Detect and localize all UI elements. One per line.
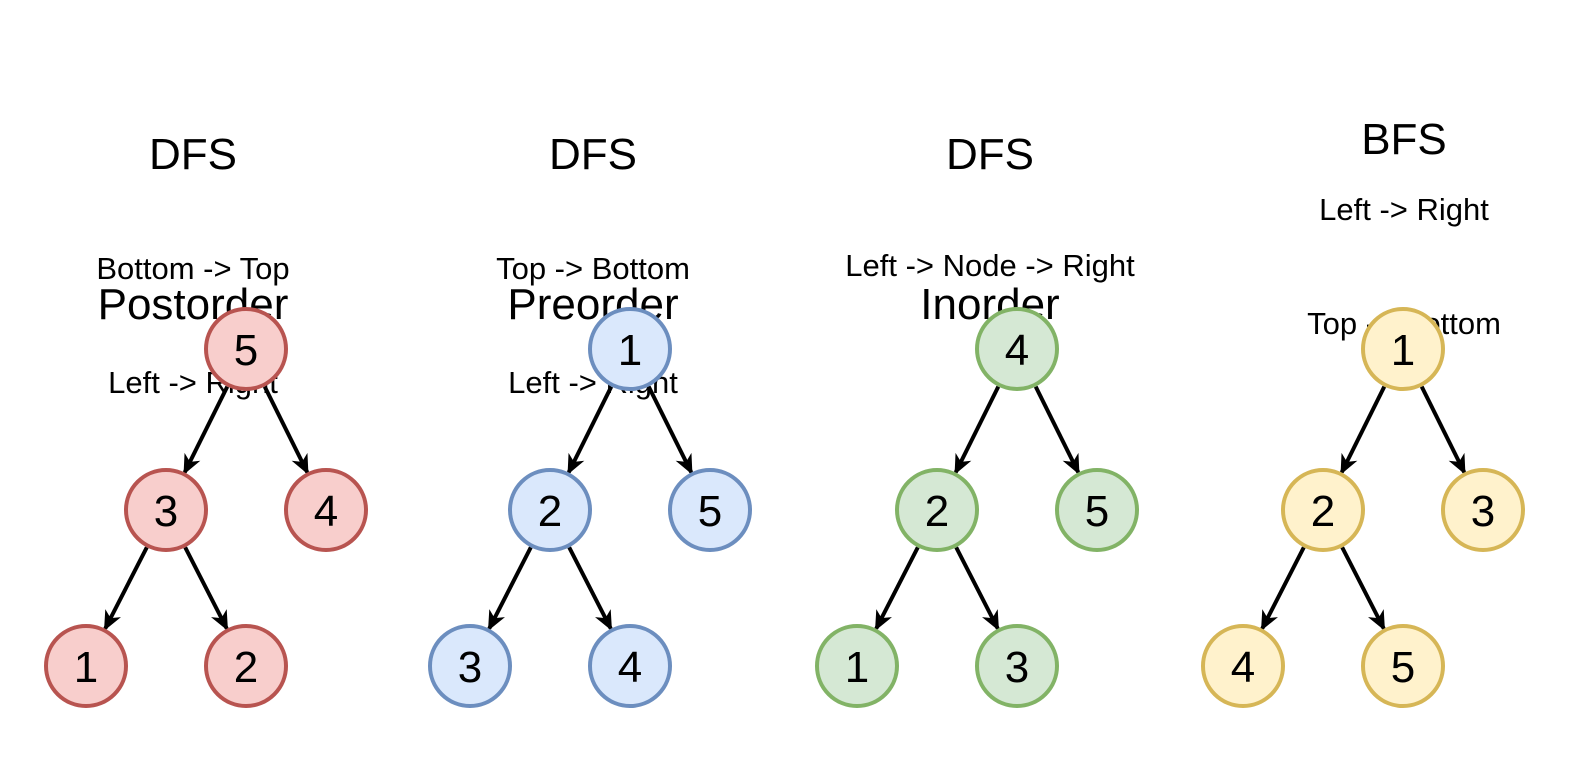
column-title-dfs-preorder: DFS Preorder <box>398 30 788 430</box>
tree-node-circle-left-left <box>428 624 512 708</box>
edge-left-to-leftright-arrow-icon <box>954 546 1000 631</box>
column-title-line1: DFS <box>149 130 237 179</box>
tree-edges <box>103 385 310 631</box>
edge-left-to-leftright-arrow-icon <box>567 546 613 631</box>
column-title-bfs: BFS <box>1205 15 1580 365</box>
column-title-line1: BFS <box>1361 115 1447 164</box>
edge-root-to-right-arrow-icon <box>262 385 310 475</box>
tree-node-label-left-right: 4 <box>618 643 642 692</box>
tree-bfs: 1 2 3 4 5 <box>1201 307 1525 708</box>
column-subtitle-dfs-postorder: Bottom -> Top Left -> Right <box>0 174 386 478</box>
edge-root-to-left-arrow-icon <box>953 385 1001 475</box>
tree-node-circle-left-right <box>204 624 288 708</box>
edge-left-to-leftleft-arrow-icon <box>1260 546 1306 631</box>
edge-root-to-left-arrow-icon <box>566 385 614 475</box>
edge-root-to-right-arrow-icon <box>1033 385 1081 475</box>
tree-node-label-left-left: 3 <box>458 643 482 692</box>
tree-node-circle-left-right <box>588 624 672 708</box>
tree-node-label-root: 1 <box>1391 326 1415 375</box>
tree-node-circle-left <box>895 468 979 552</box>
tree-dfs-preorder: 1 2 5 3 4 <box>428 307 752 708</box>
edge-left-to-leftleft-arrow-icon <box>874 546 920 631</box>
column-subtitle-line1: Top -> Bottom <box>496 251 690 286</box>
tree-node-circle-left-left <box>1201 624 1285 708</box>
tree-nodes: 1 2 3 4 5 <box>1201 307 1525 708</box>
tree-node-label-root: 5 <box>234 326 258 375</box>
column-subtitle-line1: Left -> Node -> Right <box>845 248 1135 283</box>
edge-root-to-right-arrow-icon <box>1419 385 1467 475</box>
tree-node-circle-root <box>975 307 1059 391</box>
tree-node-circle-right <box>284 468 368 552</box>
tree-node-label-left-right: 2 <box>234 643 258 692</box>
tree-node-label-left: 3 <box>154 487 178 536</box>
tree-node-label-right: 5 <box>698 487 722 536</box>
edge-left-to-leftleft-arrow-icon <box>103 546 149 631</box>
tree-node-label-right: 5 <box>1085 487 1109 536</box>
tree-node-circle-right <box>1441 468 1525 552</box>
tree-node-circle-root <box>1361 307 1445 391</box>
tree-node-circle-left <box>1281 468 1365 552</box>
tree-node-label-left: 2 <box>538 487 562 536</box>
tree-nodes: 4 2 5 1 3 <box>815 307 1139 708</box>
tree-node-circle-left-left <box>44 624 128 708</box>
edge-root-to-right-arrow-icon <box>646 385 694 475</box>
column-title-line1: DFS <box>549 130 637 179</box>
tree-node-circle-right <box>668 468 752 552</box>
tree-node-label-left: 2 <box>925 487 949 536</box>
tree-node-circle-root <box>588 307 672 391</box>
tree-node-label-left: 2 <box>1311 487 1335 536</box>
tree-node-circle-left-right <box>975 624 1059 708</box>
tree-node-circle-left <box>508 468 592 552</box>
tree-node-label-root: 4 <box>1005 326 1029 375</box>
tree-nodes: 5 3 4 1 2 <box>44 307 368 708</box>
column-subtitle-line1: Bottom -> Top <box>96 251 290 286</box>
edge-left-to-leftright-arrow-icon <box>1340 546 1386 631</box>
tree-node-label-right: 4 <box>314 487 338 536</box>
edge-left-to-leftleft-arrow-icon <box>487 546 533 631</box>
tree-node-circle-left <box>124 468 208 552</box>
column-subtitle-line1: Left -> Right <box>1319 192 1489 227</box>
tree-nodes: 1 2 5 3 4 <box>428 307 752 708</box>
tree-dfs-inorder: 4 2 5 1 3 <box>815 307 1139 708</box>
tree-node-label-left-left: 1 <box>845 643 869 692</box>
tree-node-label-root: 1 <box>618 326 642 375</box>
tree-node-circle-left-right <box>1361 624 1445 708</box>
edge-root-to-left-arrow-icon <box>182 385 230 475</box>
tree-node-label-left-right: 3 <box>1005 643 1029 692</box>
tree-node-label-left-left: 4 <box>1231 643 1255 692</box>
tree-node-label-left-left: 1 <box>74 643 98 692</box>
tree-node-label-left-right: 5 <box>1391 643 1415 692</box>
column-title-line1: DFS <box>946 130 1034 179</box>
tree-edges <box>487 385 694 631</box>
edge-root-to-left-arrow-icon <box>1339 385 1387 475</box>
tree-dfs-postorder: 5 3 4 1 2 <box>44 307 368 708</box>
tree-edges <box>1260 385 1467 631</box>
tree-node-label-right: 3 <box>1471 487 1495 536</box>
tree-node-circle-left-left <box>815 624 899 708</box>
tree-edges <box>874 385 1081 631</box>
column-subtitle-dfs-inorder: Left -> Node -> Right <box>795 171 1185 437</box>
tree-node-circle-right <box>1055 468 1139 552</box>
tree-node-circle-root <box>204 307 288 391</box>
edge-left-to-leftright-arrow-icon <box>183 546 229 631</box>
